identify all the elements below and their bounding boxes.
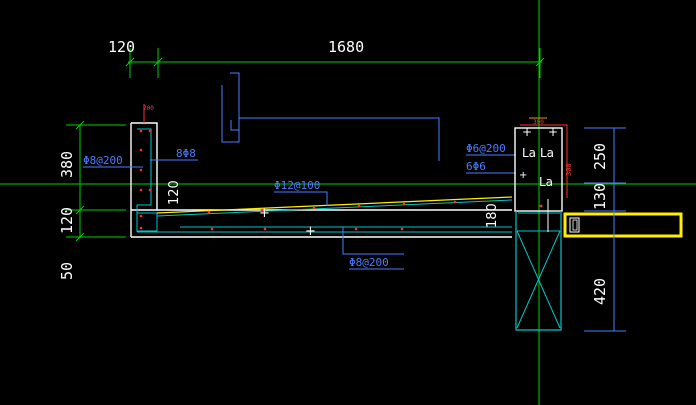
left-dimension: 380 120 50: [58, 120, 126, 280]
dim-right-mid: 130: [591, 183, 609, 210]
dim-beam-mark: 300: [533, 119, 544, 126]
beam-plus-left: +: [522, 125, 532, 139]
right-beam: 300 300 + + + La La La: [514, 117, 573, 331]
dim-slab-thickness-a: 120: [167, 180, 182, 205]
left-wall: 200: [130, 104, 512, 238]
selected-beam[interactable]: [563, 212, 683, 238]
dim-left-width: 120: [108, 38, 135, 56]
label-right-bars: 6Φ6: [466, 160, 486, 173]
top-dimension: 120 1680: [108, 38, 545, 78]
dim-small-red-top: 200: [143, 105, 154, 112]
label-la-3: La: [539, 175, 553, 189]
slab: 120 180: [137, 180, 513, 233]
dim-right-top: 250: [591, 143, 609, 170]
beam-plus-lower: +: [519, 170, 527, 181]
dim-beam-mark-vert: 300: [565, 163, 573, 176]
dim-left-lower: 120: [58, 207, 76, 234]
rebar-annotations: Φ8@200 8Φ8 Φ12@100 Φ8@200 Φ6@200 6Φ6: [83, 72, 516, 270]
pick-marker-1: +: [259, 206, 270, 221]
right-dimension: 250 130 420: [584, 127, 626, 332]
label-top-bar: Φ12@100: [274, 179, 320, 192]
label-la-1: La: [522, 146, 536, 160]
label-right-stirrup: Φ6@200: [466, 142, 506, 155]
label-bottom-bar: Φ8@200: [349, 256, 389, 269]
beam-plus-right: +: [548, 125, 558, 139]
dim-left-upper: 380: [58, 151, 76, 178]
dim-left-bottom: 50: [58, 262, 76, 280]
dim-slab-thickness-b: 180: [485, 203, 500, 228]
dim-span: 1680: [328, 38, 364, 56]
pick-marker-2: +: [305, 224, 316, 239]
dim-right-bottom: 420: [591, 278, 609, 305]
label-la-2: La: [540, 146, 554, 160]
label-stirrup-left: Φ8@200: [83, 154, 123, 167]
label-bars-left: 8Φ8: [176, 147, 196, 160]
